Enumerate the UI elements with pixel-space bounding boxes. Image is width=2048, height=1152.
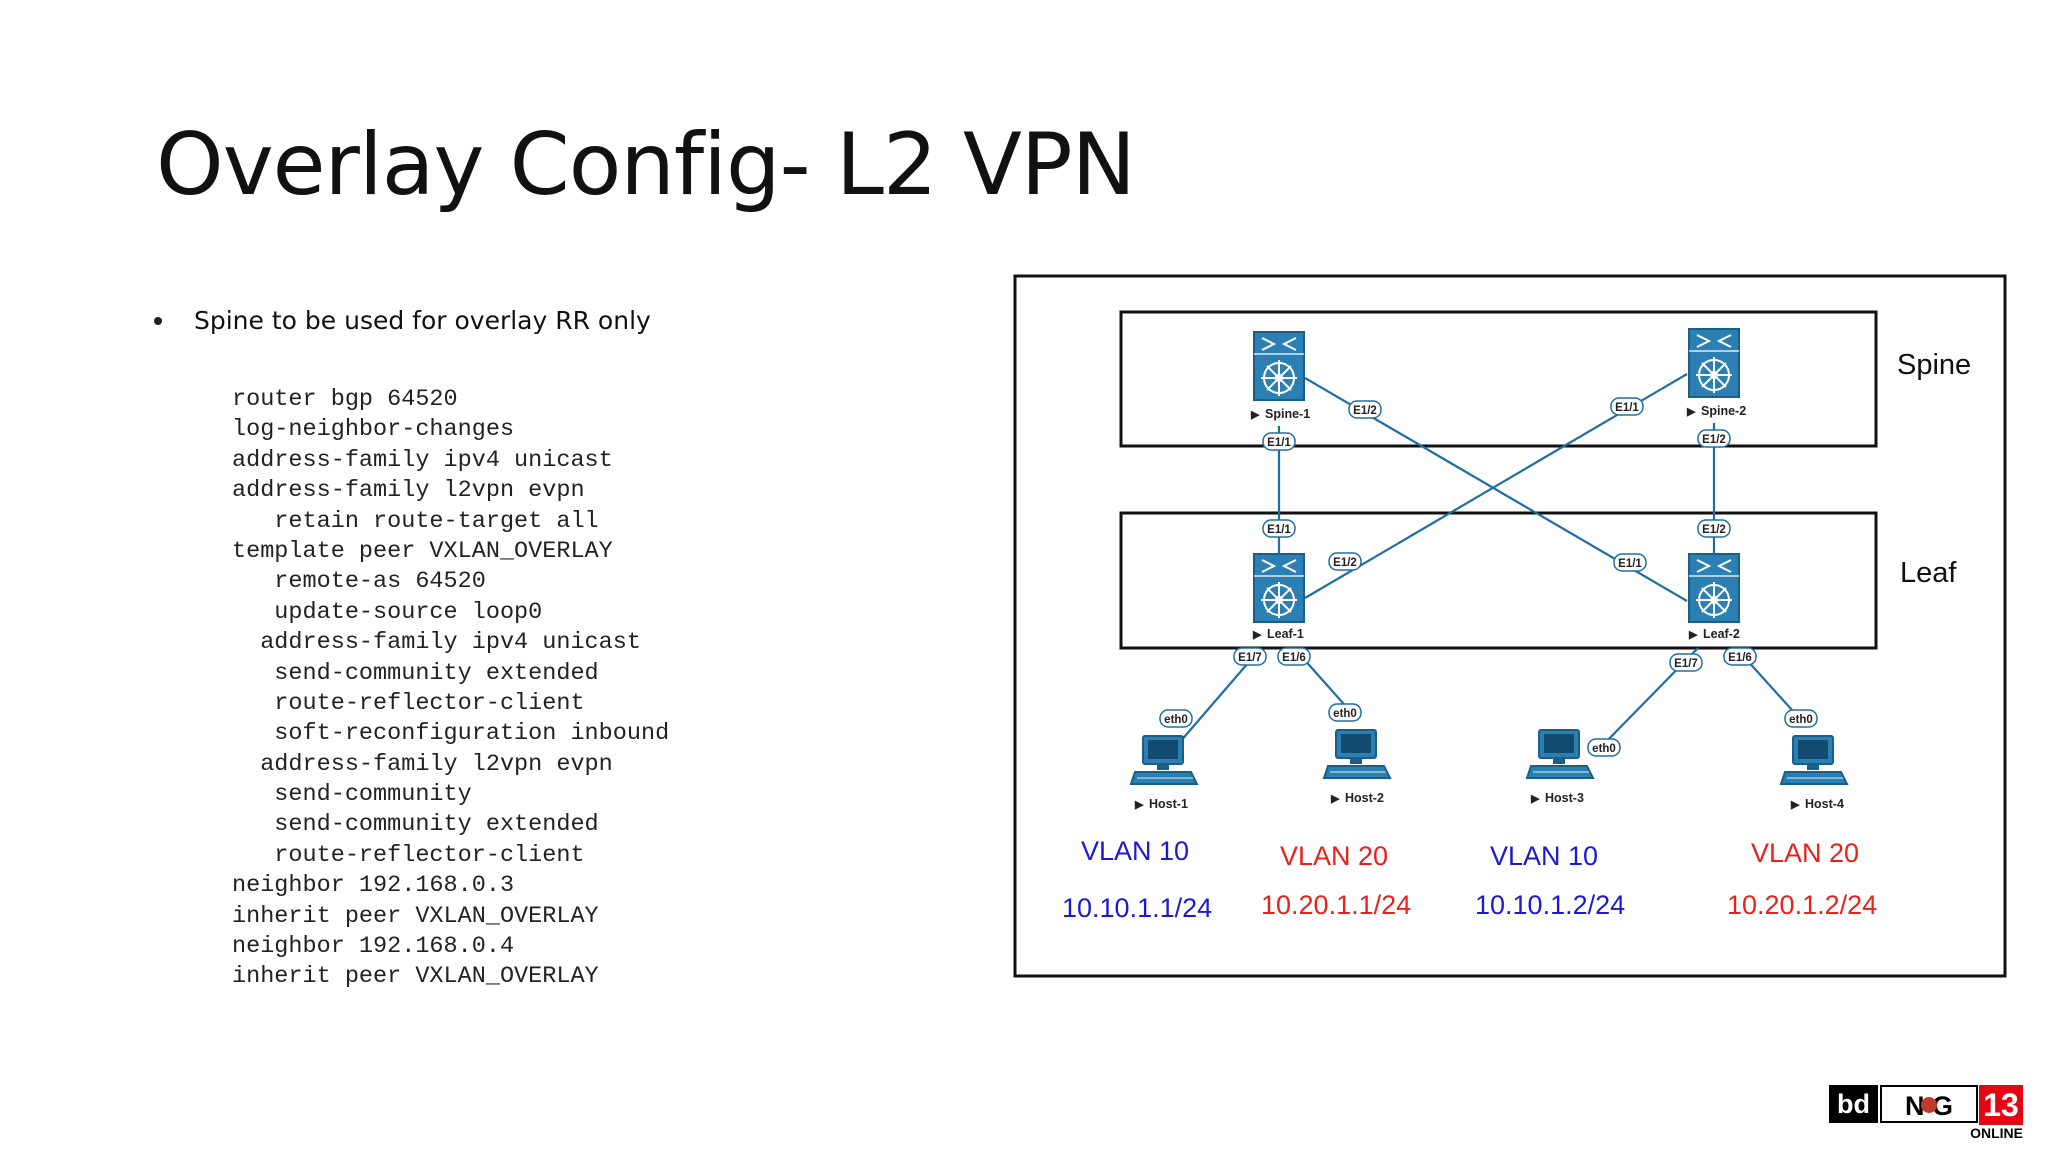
leaf2-label-arrow-icon: ▶ — [1688, 629, 1698, 641]
config-line: address-family ipv4 unicast — [232, 629, 641, 657]
spine2-label-arrow-icon: ▶ — [1686, 406, 1696, 418]
logo-bd: bd — [1829, 1085, 1878, 1123]
diagram-frame — [1013, 274, 2007, 978]
config-line: address-family l2vpn evpn — [232, 477, 585, 505]
port-label: E1/6 — [1282, 652, 1306, 664]
host4-ip: 10.20.1.2/24 — [1727, 890, 1877, 920]
slide-title: Overlay Config- L2 VPN — [156, 115, 1136, 215]
port-label: E1/2 — [1702, 524, 1726, 536]
port-label: E1/2 — [1333, 557, 1357, 569]
port-label: eth0 — [1164, 714, 1188, 726]
port-label: E1/6 — [1728, 652, 1752, 664]
spine1-switch-icon — [1253, 331, 1305, 401]
bullet-item: Spine to be used for overlay RR only — [154, 306, 651, 335]
config-line: send-community — [232, 781, 472, 809]
port-badge: eth0 — [1328, 703, 1362, 722]
logo-number: 13 — [1979, 1085, 2023, 1125]
spine1-label: Spine-1 — [1265, 407, 1310, 421]
port-badge: E1/7 — [1233, 647, 1267, 666]
spine-tier-label: Spine — [1897, 349, 1971, 381]
config-line: template peer VXLAN_OVERLAY — [232, 537, 613, 565]
config-line: route-reflector-client — [232, 841, 585, 869]
host4-vlan: VLAN 20 — [1751, 838, 1859, 868]
port-badge: eth0 — [1159, 709, 1193, 728]
port-badge: E1/1 — [1262, 432, 1296, 451]
host1-label: Host-1 — [1149, 797, 1188, 811]
host3-vlan: VLAN 10 — [1490, 841, 1598, 871]
port-badge: E1/6 — [1723, 647, 1757, 666]
port-label: E1/1 — [1267, 524, 1291, 536]
leaf1-label-arrow-icon: ▶ — [1252, 629, 1262, 641]
config-line: send-community extended — [232, 811, 599, 839]
config-line: address-family ipv4 unicast — [232, 446, 613, 474]
host1-ip: 10.10.1.1/24 — [1062, 893, 1212, 923]
spine1-label-arrow-icon: ▶ — [1250, 409, 1260, 421]
host3-ip: 10.10.1.2/24 — [1475, 890, 1625, 920]
port-badge: E1/2 — [1697, 429, 1731, 448]
leaf2-switch-icon — [1688, 553, 1740, 623]
leaf1-switch-icon — [1253, 553, 1305, 623]
bdnog-logo: bd N G 13 ONLINE — [1829, 1085, 2023, 1141]
port-label: E1/1 — [1615, 402, 1639, 414]
leaf1-label: Leaf-1 — [1267, 627, 1304, 641]
port-badge: E1/1 — [1262, 519, 1296, 538]
port-badge: eth0 — [1587, 738, 1621, 757]
host3-label-arrow-icon: ▶ — [1530, 793, 1540, 805]
config-line: router bgp 64520 — [232, 386, 458, 413]
host2-ip: 10.20.1.1/24 — [1261, 890, 1411, 920]
bullet-dot-icon — [154, 316, 162, 325]
config-line: retain route-target all — [232, 507, 599, 535]
port-label: E1/2 — [1353, 405, 1377, 417]
config-line: log-neighbor-changes — [232, 416, 515, 444]
port-label: E1/7 — [1674, 658, 1698, 670]
host1-label-arrow-icon: ▶ — [1134, 799, 1144, 811]
leaf-tier-label: Leaf — [1900, 557, 1957, 589]
config-line: soft-reconfiguration inbound — [232, 720, 670, 748]
port-label: eth0 — [1789, 714, 1813, 726]
port-badge: E1/6 — [1277, 647, 1311, 666]
logo-globe-icon — [1921, 1097, 1937, 1113]
port-label: E1/2 — [1702, 434, 1726, 446]
config-line: neighbor 192.168.0.4 — [232, 933, 515, 961]
config-line: remote-as 64520 — [232, 568, 486, 596]
port-badge: eth0 — [1784, 709, 1818, 728]
config-line: route-reflector-client — [232, 689, 585, 717]
host2-label-arrow-icon: ▶ — [1330, 793, 1340, 805]
leaf-tier-box — [1119, 511, 1878, 650]
host4-label: Host-4 — [1805, 797, 1844, 811]
topology-diagram: Spine Leaf ▶ Spine-1 ▶ Spine-2 ▶ Leaf-1 … — [1013, 274, 2007, 978]
host2-label: Host-2 — [1345, 791, 1384, 805]
host4-label-arrow-icon: ▶ — [1790, 799, 1800, 811]
spine2-label: Spine-2 — [1701, 404, 1746, 418]
logo-online: ONLINE — [1970, 1125, 2023, 1141]
port-label: eth0 — [1592, 743, 1616, 755]
port-badge: E1/2 — [1328, 552, 1362, 571]
port-badge: E1/1 — [1610, 397, 1644, 416]
port-badge: E1/2 — [1697, 519, 1731, 538]
config-line: neighbor 192.168.0.3 — [232, 872, 515, 900]
leaf2-label: Leaf-2 — [1703, 627, 1740, 641]
port-label: eth0 — [1333, 708, 1357, 720]
config-line: send-community extended — [232, 659, 599, 687]
port-badge: E1/2 — [1348, 400, 1382, 419]
host2-vlan: VLAN 20 — [1280, 841, 1388, 871]
port-label: E1/7 — [1238, 652, 1262, 664]
config-line: address-family l2vpn evpn — [232, 750, 613, 778]
config-line: inherit peer VXLAN_OVERLAY — [232, 963, 599, 991]
config-line: inherit peer VXLAN_OVERLAY — [232, 902, 599, 930]
config-line: update-source loop0 — [232, 598, 543, 626]
spine2-switch-icon — [1688, 328, 1740, 398]
spine-tier-box — [1119, 310, 1878, 448]
port-badge: E1/7 — [1669, 653, 1703, 672]
bullet-text: Spine to be used for overlay RR only — [194, 306, 651, 335]
port-label: E1/1 — [1267, 437, 1291, 449]
port-label: E1/1 — [1618, 558, 1642, 570]
host3-label: Host-3 — [1545, 791, 1584, 805]
port-badge: E1/1 — [1613, 553, 1647, 572]
host1-vlan: VLAN 10 — [1081, 836, 1189, 866]
